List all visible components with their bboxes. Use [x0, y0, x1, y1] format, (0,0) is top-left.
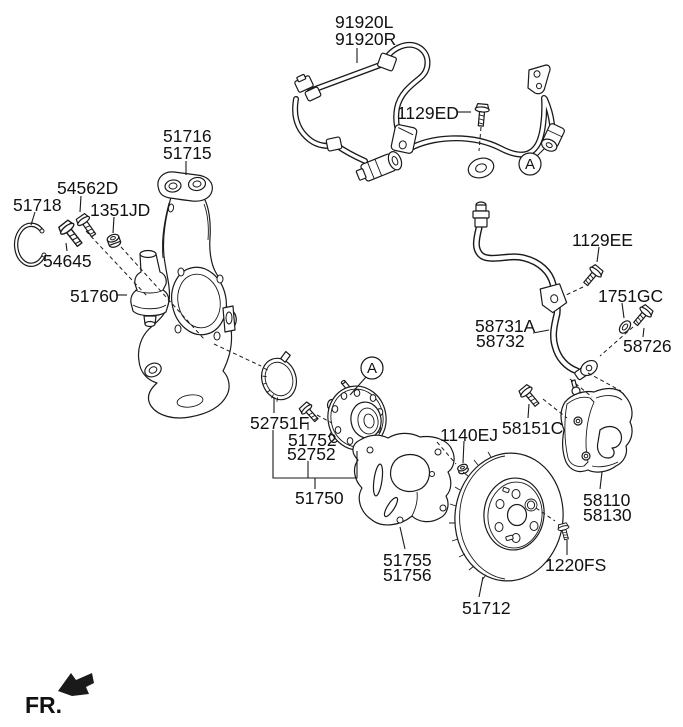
part-label-58726: 58726 — [623, 336, 672, 356]
detail-marker-a-top: A — [518, 152, 542, 176]
hose-banjo-end — [574, 359, 598, 381]
snap-ring-drawing — [13, 222, 47, 267]
wheel-bolt-drawing — [298, 401, 319, 423]
part-label-51750: 51750 — [295, 488, 344, 508]
fr-label: FR. — [25, 692, 62, 718]
part-label-91920r: 91920R — [335, 29, 396, 49]
fr-arrow-icon — [58, 673, 94, 696]
nut-1140ej-drawing — [457, 463, 469, 475]
part-label-51760: 51760 — [70, 286, 119, 306]
part-label-1129ed: 1129ED — [397, 103, 459, 123]
part-label-58130: 58130 — [583, 505, 632, 525]
part-label-51756: 51756 — [383, 565, 432, 585]
nut-1351jd-drawing — [106, 233, 122, 248]
hose-bracket — [539, 283, 568, 314]
part-label-1129ee: 1129EE — [572, 230, 633, 250]
hub-bearing-drawing — [326, 379, 387, 451]
bolt-58726-drawing — [633, 304, 654, 327]
part-label-51752: 51752 — [288, 430, 337, 450]
washer-1751gc-drawing — [618, 320, 632, 334]
part-label-58151c: 58151C — [502, 418, 563, 438]
part-label-1351jd: 1351JD — [90, 200, 150, 220]
bolt-58151c-drawing — [518, 384, 540, 407]
abs-harness-drawing — [292, 41, 565, 182]
bolt-54645-drawing — [58, 219, 83, 248]
bolt-1129ed-drawing — [474, 102, 490, 127]
ball-joint-drawing — [130, 249, 170, 328]
part-label-58110: 58110 — [583, 490, 631, 510]
part-label-52751f: 52751F — [250, 413, 309, 433]
part-label-58732: 58732 — [476, 331, 525, 351]
part-label-51712: 51712 — [462, 598, 511, 618]
fr-direction-marker: FR. — [25, 673, 94, 718]
part-label-54562d: 54562D — [57, 178, 118, 198]
detail-marker-a-hub-label: A — [367, 360, 377, 377]
harness-clip — [325, 136, 343, 152]
abs-sensor-head — [540, 123, 565, 152]
part-label-54645: 54645 — [43, 251, 92, 271]
harness-clip — [304, 86, 322, 102]
part-label-1751gc: 1751GC — [598, 286, 663, 306]
tone-wheel-drawing — [260, 350, 298, 402]
harness-bracket — [390, 124, 418, 154]
detail-marker-a-top-label: A — [525, 156, 535, 173]
part-label-91920l: 91920L — [335, 12, 394, 32]
bolt-1220fs-drawing — [557, 522, 570, 541]
abs-ring-terminal — [467, 157, 495, 179]
part-label-52752: 52752 — [287, 444, 336, 464]
brake-disc-drawing — [449, 451, 564, 582]
part-label-51716: 51716 — [163, 126, 212, 146]
bolt-1129ee-drawing — [583, 264, 604, 287]
dust-shield-drawing — [352, 432, 455, 526]
harness-bracket-right — [527, 64, 551, 95]
part-label-58731a: 58731A — [475, 316, 536, 336]
hose-top-fitting — [472, 201, 490, 228]
assembly-dashed-lines — [85, 126, 634, 522]
caliper-drawing — [560, 379, 633, 473]
bolt-54562d-drawing — [75, 212, 97, 238]
part-label-51755: 51755 — [383, 550, 432, 570]
part-labels: 91920L 91920R 1129ED 51716 51715 54562D … — [13, 12, 672, 618]
brake-hose-drawing — [472, 201, 598, 381]
part-label-1140ej: 1140EJ — [440, 425, 498, 445]
leader-lines — [30, 48, 645, 598]
part-label-51715: 51715 — [163, 143, 212, 163]
harness-fitting — [377, 52, 397, 72]
abs-sensor-connector — [355, 151, 403, 182]
detail-marker-a-hub: A — [360, 356, 384, 380]
part-label-51718: 51718 — [13, 195, 62, 215]
part-label-1220fs: 1220FS — [545, 555, 606, 575]
knuckle-drawing — [137, 171, 237, 419]
harness-clip — [294, 73, 314, 93]
